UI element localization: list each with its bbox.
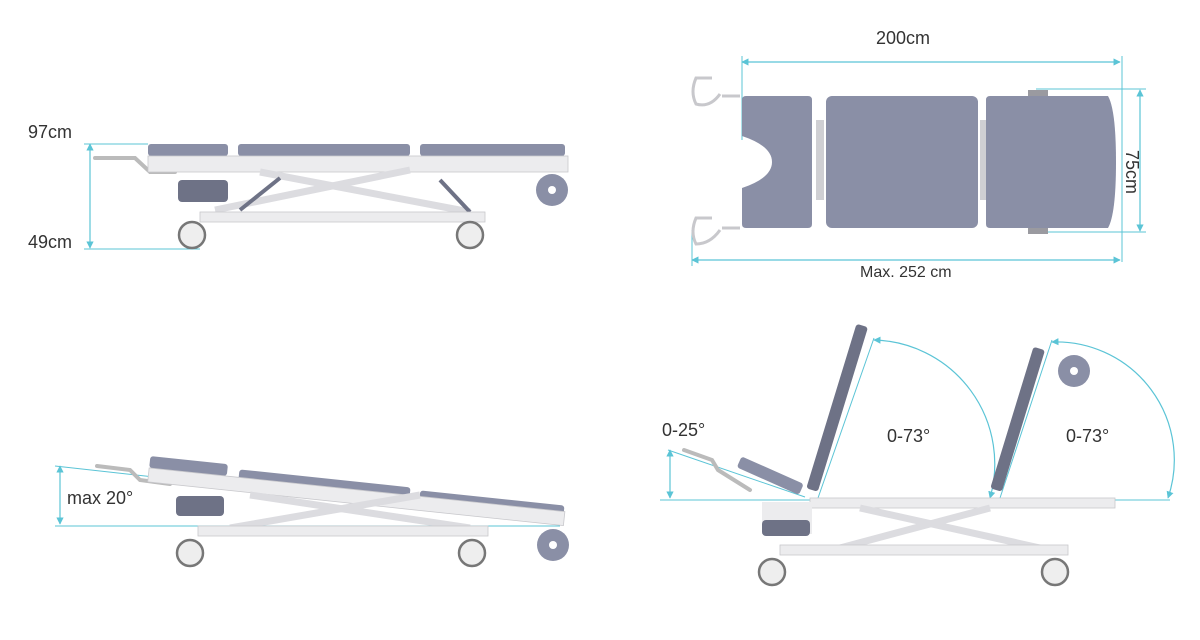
leg-angle-label: 0-73°: [1066, 426, 1110, 446]
side-view-height: [84, 143, 569, 250]
back-angle-label: 0-73°: [887, 426, 931, 446]
min-height-label: 49cm: [28, 232, 73, 252]
side-view-sections: [660, 324, 1175, 587]
max-length-label: Max. 252 cm: [860, 264, 952, 281]
head-angle-label: 0-25°: [662, 420, 706, 440]
top-view: [691, 56, 1146, 266]
side-view-tilt: [54, 456, 569, 568]
max-height-label: 97cm: [28, 122, 73, 142]
length-label: 200cm: [876, 28, 931, 48]
tilt-angle-label: max 20°: [67, 488, 134, 508]
width-label: 75cm: [1122, 150, 1142, 195]
